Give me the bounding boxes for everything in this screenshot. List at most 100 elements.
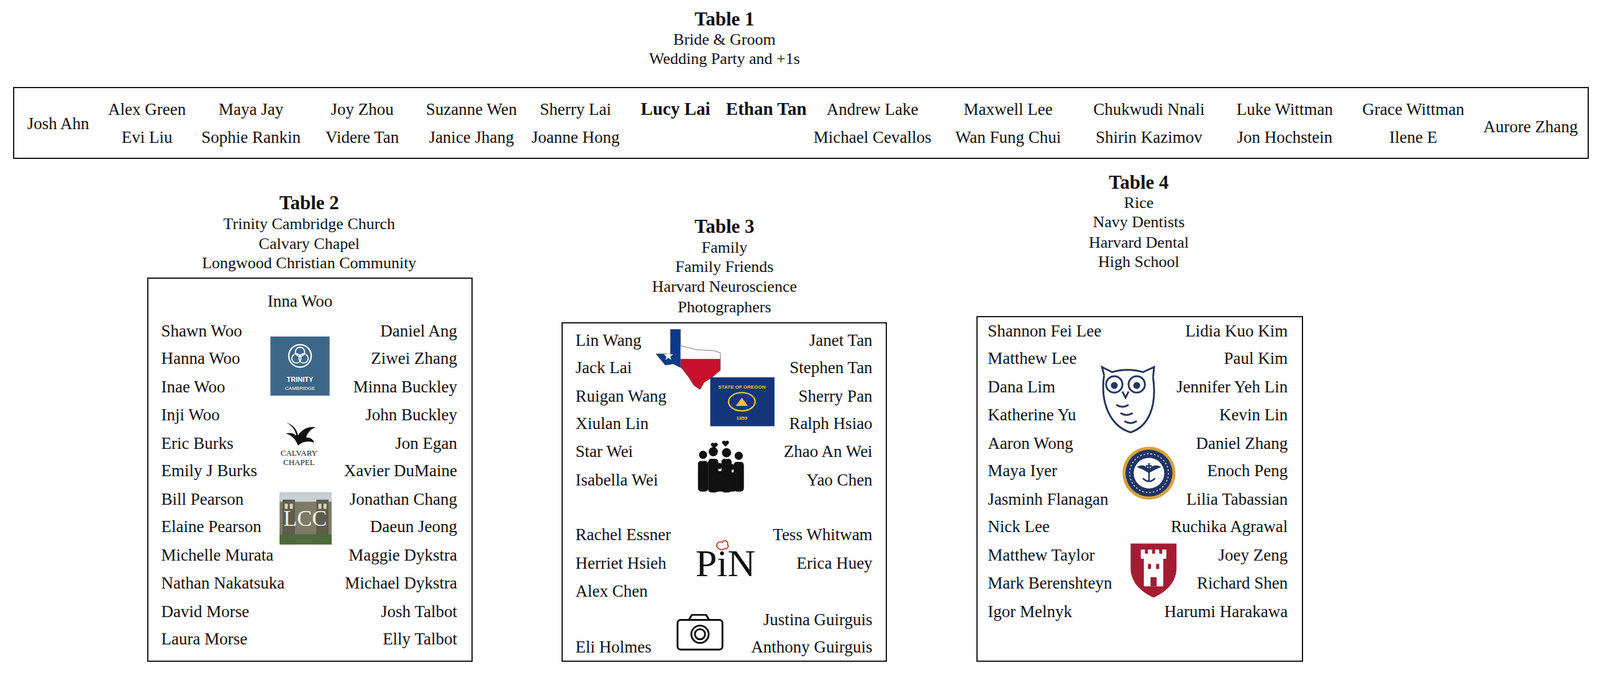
guest-name: Suzanne Wen	[426, 100, 518, 120]
guest-name: Maya Jay	[218, 100, 284, 120]
guest-name: Daniel Zhang	[1196, 434, 1289, 454]
guest-name: Sophie Rankin	[201, 127, 301, 148]
guest-name: Lilia Tabassian	[1186, 490, 1288, 510]
guest-name: Jennifer Yeh Lin	[1176, 378, 1288, 398]
table-heading: Table 2	[279, 191, 340, 215]
guest-name: Alex Green	[108, 100, 186, 120]
guest-name: Josh Talbot	[380, 602, 458, 622]
guest-name: Anthony Guirguis	[750, 638, 873, 658]
guest-name: Nick Lee	[987, 518, 1050, 538]
guest-name: Enoch Peng	[1207, 461, 1289, 481]
table-box: Table 4RiceNavy DentistsHarvard DentalHi…	[976, 316, 1304, 663]
guest-name: Ethan Tan	[726, 98, 807, 120]
camera-icon	[677, 614, 723, 650]
table-group: Harvard Neuroscience	[652, 277, 797, 297]
church-logo	[270, 336, 330, 396]
table-group: Family Friends	[675, 257, 774, 277]
oregon-flag	[709, 377, 775, 427]
guest-name: Matthew Taylor	[987, 546, 1095, 566]
chapel-logo-text: CALVARY	[280, 449, 318, 458]
table-box: Table 2Trinity Cambridge ChurchCalvary C…	[147, 277, 473, 663]
guest-name: Eli Holmes	[575, 638, 652, 658]
guest-name: Richard Shen	[1196, 573, 1288, 594]
guest-name: Andrew Lake	[826, 100, 919, 120]
table-group: Wedding Party and +1s	[649, 49, 800, 69]
guest-name: Erica Huey	[796, 554, 873, 574]
guest-name: Dana Lim	[987, 378, 1056, 398]
guest-name: Xavier DuMaine	[344, 461, 458, 481]
guest-name: Elly Talbot	[382, 630, 458, 650]
guest-name: Herriet Hsieh	[575, 554, 667, 574]
church-logo-text: TRINITY	[286, 376, 314, 384]
guest-name: Stephen Tan	[789, 359, 873, 379]
guest-name: Katherine Yu	[987, 405, 1076, 425]
guest-name: Kevin Lin	[1219, 405, 1288, 425]
guest-name: Zhao An Wei	[783, 442, 873, 462]
navy-seal	[1122, 446, 1176, 500]
lab-logo-text: PiN	[695, 544, 756, 583]
community-logo	[279, 492, 332, 545]
guest-name: Josh Ahn	[27, 114, 90, 135]
table-group: Trinity Cambridge Church	[223, 214, 396, 234]
flag-text: STATE OF OREGON	[718, 385, 766, 391]
guest-name: Lidia Kuo Kim	[1185, 321, 1288, 341]
guest-name: Wan Fung Chui	[955, 127, 1061, 148]
guest-name: Star Wei	[575, 442, 634, 462]
guest-name: Elaine Pearson	[161, 518, 262, 538]
table-group: Longwood Christian Community	[201, 254, 417, 273]
guest-name: Jonathan Chang	[349, 490, 458, 510]
guest-name: Videre Tan	[325, 127, 399, 148]
guest-name: Janice Jhang	[428, 127, 514, 148]
table-heading: Table 4	[1108, 171, 1169, 194]
guest-name: Luke Wittman	[1236, 100, 1333, 120]
guest-name: Jasminh Flanagan	[987, 490, 1109, 510]
guest-name: Inae Woo	[161, 378, 226, 398]
guest-name: Laura Morse	[161, 630, 248, 650]
guest-name: Jack Lai	[575, 359, 633, 379]
guest-name: Chukwudi Nnali	[1093, 100, 1205, 120]
guest-name: Igor Melnyk	[987, 602, 1073, 622]
guest-name: Daniel Ang	[380, 321, 458, 341]
flag-text: 1859	[736, 416, 748, 422]
guest-name: Ziwei Zhang	[370, 349, 458, 369]
table-group: Harvard Dental	[1088, 233, 1189, 253]
guest-name: David Morse	[161, 602, 250, 622]
guest-name: Jon Egan	[395, 434, 458, 454]
family-icon	[698, 440, 745, 493]
guest-name: Lin Wang	[575, 331, 642, 351]
table-group: High School	[1098, 252, 1180, 272]
guest-name: Rachel Essner	[575, 526, 672, 546]
guest-name: Nathan Nakatsuka	[161, 573, 286, 594]
guest-name: Inji Woo	[161, 405, 220, 425]
guest-name: Aurore Zhang	[1483, 118, 1578, 138]
table-group: Calvary Chapel	[259, 234, 360, 254]
guest-name: Xiulan Lin	[575, 414, 650, 435]
guest-name: Ilene E	[1389, 127, 1438, 148]
guest-name: Alex Chen	[575, 581, 648, 602]
guest-name: Bill Pearson	[161, 490, 245, 510]
guest-name: Michael Cevallos	[813, 127, 932, 148]
guest-name: Janet Tan	[809, 331, 873, 351]
guest-name: Joy Zhou	[331, 100, 394, 120]
guest-name: Minna Buckley	[353, 378, 458, 398]
guest-name: Maya Iyer	[987, 461, 1058, 481]
guest-name: John Buckley	[365, 405, 458, 425]
guest-name: Emily J Burks	[161, 461, 258, 481]
table-box: Table 3FamilyFamily FriendsHarvard Neuro…	[561, 322, 887, 663]
community-logo-text: LCC	[283, 507, 327, 530]
table-group: Photographers	[677, 298, 771, 317]
guest-name: Inna Woo	[267, 292, 333, 312]
guest-name: Shirin Kazimov	[1095, 127, 1203, 148]
guest-name: Daeun Jeong	[370, 518, 458, 538]
harvard-shield	[1130, 543, 1177, 598]
guest-name: Matthew Lee	[987, 349, 1077, 369]
guest-name: Paul Kim	[1224, 349, 1289, 369]
guest-name: Justina Guirguis	[763, 610, 873, 630]
table-box: Table 1Bride & GroomWedding Party and +1…	[13, 86, 1589, 160]
guest-name: Grace Wittman	[1362, 100, 1464, 120]
guest-name: Ruchika Agrawal	[1170, 518, 1288, 538]
guest-name: Michael Dykstra	[344, 573, 458, 594]
guest-name: Lucy Lai	[640, 98, 711, 120]
table-group: Family	[701, 238, 748, 258]
guest-name: Aaron Wong	[987, 434, 1074, 454]
